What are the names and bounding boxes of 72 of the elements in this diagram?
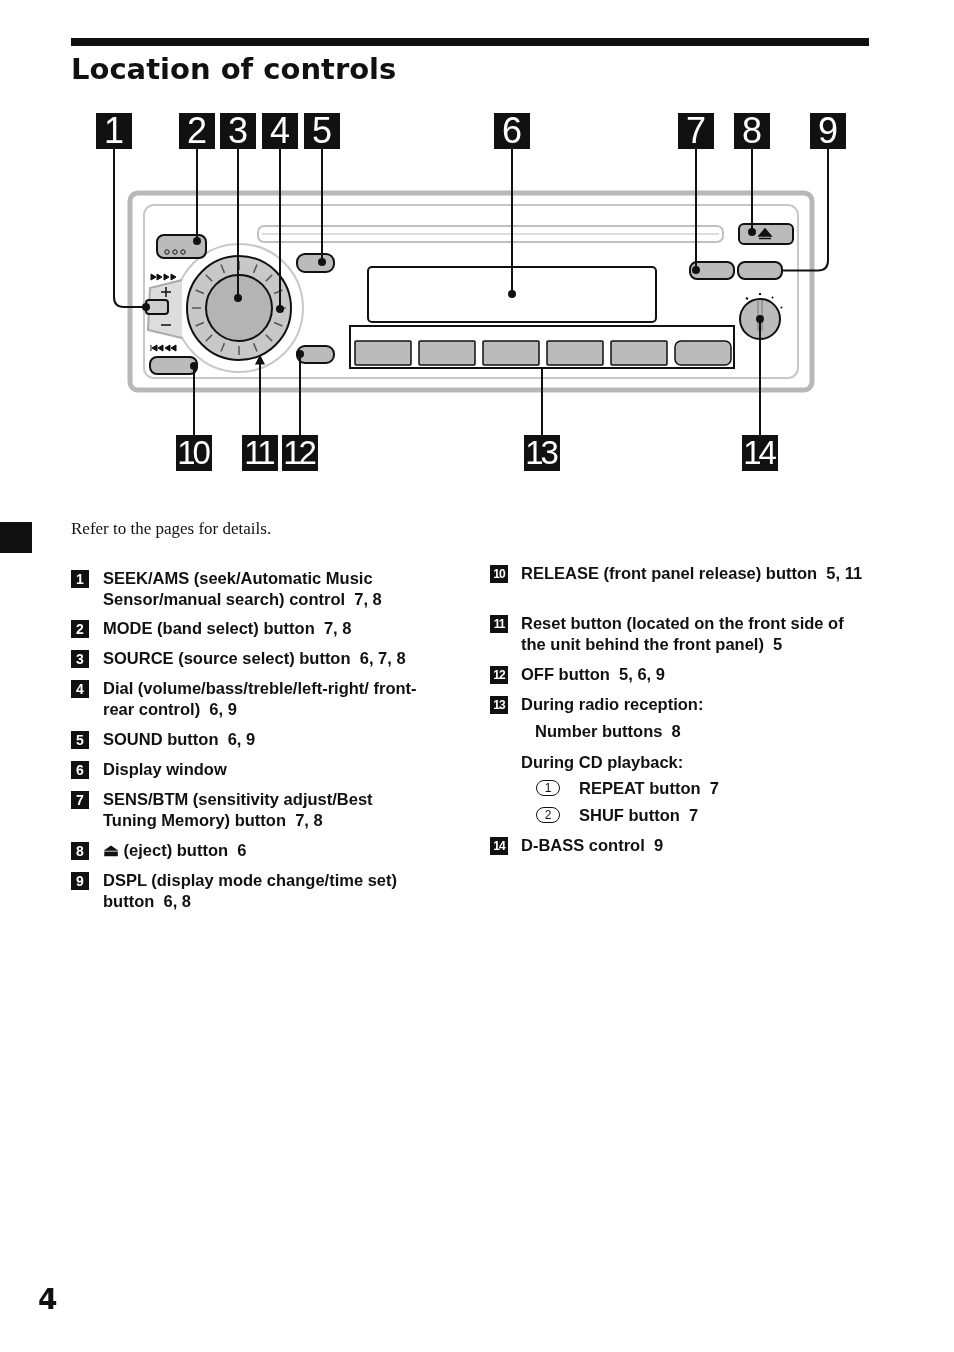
callout-number: 3 [220, 113, 256, 149]
item-number: 12 [490, 666, 508, 684]
item-number: 5 [71, 731, 89, 749]
callout-number: 6 [494, 113, 530, 149]
page-title: Location of controls [71, 51, 397, 88]
volume-dial [186, 255, 292, 361]
callout-number: 11 [242, 435, 278, 471]
item-description: D-BASS control 9 [521, 835, 664, 856]
item-number: 7 [71, 791, 89, 809]
item-number: 8 [71, 842, 89, 860]
callout-number: 14 [742, 435, 778, 471]
leader-line [508, 148, 516, 298]
callout-number: 12 [282, 435, 318, 471]
item-description: During CD playback: [521, 752, 684, 773]
item-description: During radio reception: [521, 694, 704, 715]
number-button-row [349, 325, 735, 369]
mode-button [156, 234, 207, 259]
callout-number: 2 [179, 113, 215, 149]
item-description: MODE (band select) button 7, 8 [103, 618, 352, 639]
leader-line [748, 148, 756, 236]
leader-line [113, 148, 150, 311]
callout-number: 5 [304, 113, 340, 149]
leader-line [296, 350, 304, 436]
leader-line [193, 148, 201, 245]
item-description: SOURCE (source select) button 6, 7, 8 [103, 648, 406, 669]
item-description: SOUND button 6, 9 [103, 729, 256, 750]
callout-number: 4 [262, 113, 298, 149]
page-number: 4 [38, 1283, 58, 1317]
leader-line [190, 362, 198, 436]
item-description: ⏏ (eject) button 6 [103, 840, 247, 861]
item-description: Display window [103, 759, 227, 780]
item-number: 3 [71, 650, 89, 668]
dspl-button [737, 261, 783, 280]
arrow [255, 354, 265, 436]
item-number: 4 [71, 680, 89, 698]
source-knob [205, 274, 273, 342]
leader-line [541, 367, 543, 436]
item-number: 10 [490, 565, 508, 583]
item-description: Reset button (located on the front side of the unit behind the front panel) 5 [521, 613, 845, 655]
item-number: 14 [490, 837, 508, 855]
leader-line [318, 148, 326, 266]
item-description: SEEK/AMS (seek/Automatic Music Sensor/manual search) control 7, 8 [103, 568, 383, 610]
leader-line [781, 148, 829, 272]
item-description: SENS/BTM (sensitivity adjust/Best Tuning Memory) button 7, 8 [103, 789, 374, 831]
item-description: Number buttons 8 [535, 721, 681, 742]
callout-number: 10 [176, 435, 212, 471]
item-description: OFF button 5, 6, 9 [521, 664, 665, 685]
item-description: SHUF button 7 [579, 805, 699, 826]
display-window [367, 266, 657, 323]
item-description: RELEASE (front panel release) button 5, 11 [521, 563, 864, 584]
note-text: Refer to the pages for details. [71, 518, 272, 539]
callout-number: 8 [734, 113, 770, 149]
item-description: REPEAT button 7 [579, 778, 719, 799]
item-number: 2 [71, 620, 89, 638]
item-description: Dial (volume/bass/treble/left-right/ front-rear control) 6, 9 [103, 678, 418, 720]
callout-number: 7 [678, 113, 714, 149]
leader-line [276, 148, 284, 313]
leader-line [234, 148, 242, 302]
item-number: 6 [71, 761, 89, 779]
item-number: 13 [490, 696, 508, 714]
leader-line [756, 315, 764, 436]
leader-line [692, 148, 700, 274]
item-number: 9 [71, 872, 89, 890]
eject-button [738, 223, 794, 245]
callout-number: 9 [810, 113, 846, 149]
callout-number: 13 [524, 435, 560, 471]
callout-number: 1 [96, 113, 132, 149]
item-number: 11 [490, 615, 508, 633]
item-number: 1 [71, 570, 89, 588]
seek-lever [145, 299, 169, 315]
item-description: DSPL (display mode change/time set) button 6, 8 [103, 870, 399, 912]
d-bass-knob [739, 298, 781, 340]
